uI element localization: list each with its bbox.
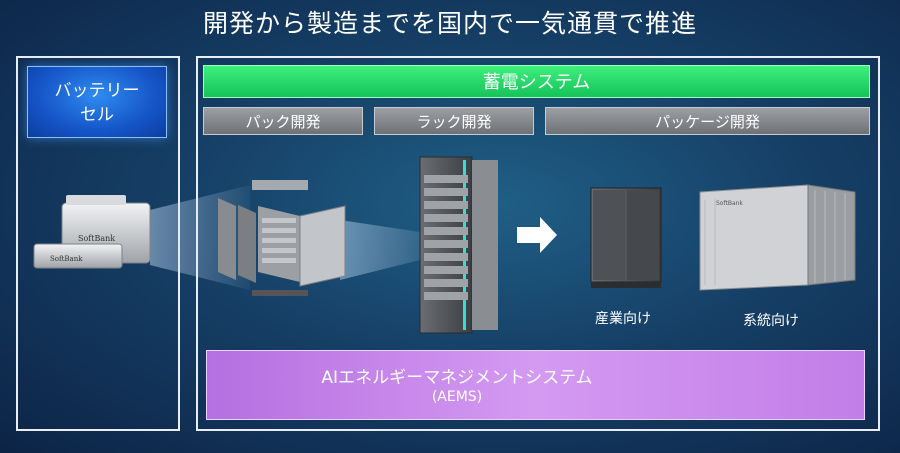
battery-cell-label-line2: セル: [80, 105, 114, 125]
battery-cell-label-line1: バッテリー: [54, 81, 140, 101]
package-development-header: パッケージ開発: [545, 107, 870, 135]
brand-logo-cell: SoftBank: [78, 234, 115, 243]
aems-panel: AIエネルギーマネジメントシステム (AEMS): [206, 350, 865, 420]
zoom-beam-pack: [340, 220, 440, 280]
industrial-label: 産業向け: [595, 311, 651, 327]
aems-title: AIエネルギーマネジメントシステム: [321, 368, 593, 388]
battery-cell-image: SoftBank SoftBank: [33, 195, 151, 269]
industrial-cabinet-image: [590, 187, 662, 288]
pack-development-header: パック開発: [203, 107, 363, 135]
page-title: 開発から製造までを国内で一気通貫で推進: [202, 9, 697, 38]
grid-label: 系統向け: [743, 313, 799, 329]
aems-subtitle: (AEMS): [431, 389, 483, 405]
storage-system-header: 蓄電システム: [203, 65, 870, 98]
brand-logo-cell-small: SoftBank: [50, 255, 83, 263]
battery-cell-label: バッテリー セル: [27, 66, 167, 138]
battery-pack-image: [218, 180, 346, 296]
rack-development-header: ラック開発: [374, 107, 534, 135]
container-image: SoftBank: [699, 184, 856, 291]
brand-logo-container: SoftBank: [716, 200, 743, 207]
rack-image: [419, 156, 498, 334]
arrow-right-icon: [517, 217, 557, 253]
